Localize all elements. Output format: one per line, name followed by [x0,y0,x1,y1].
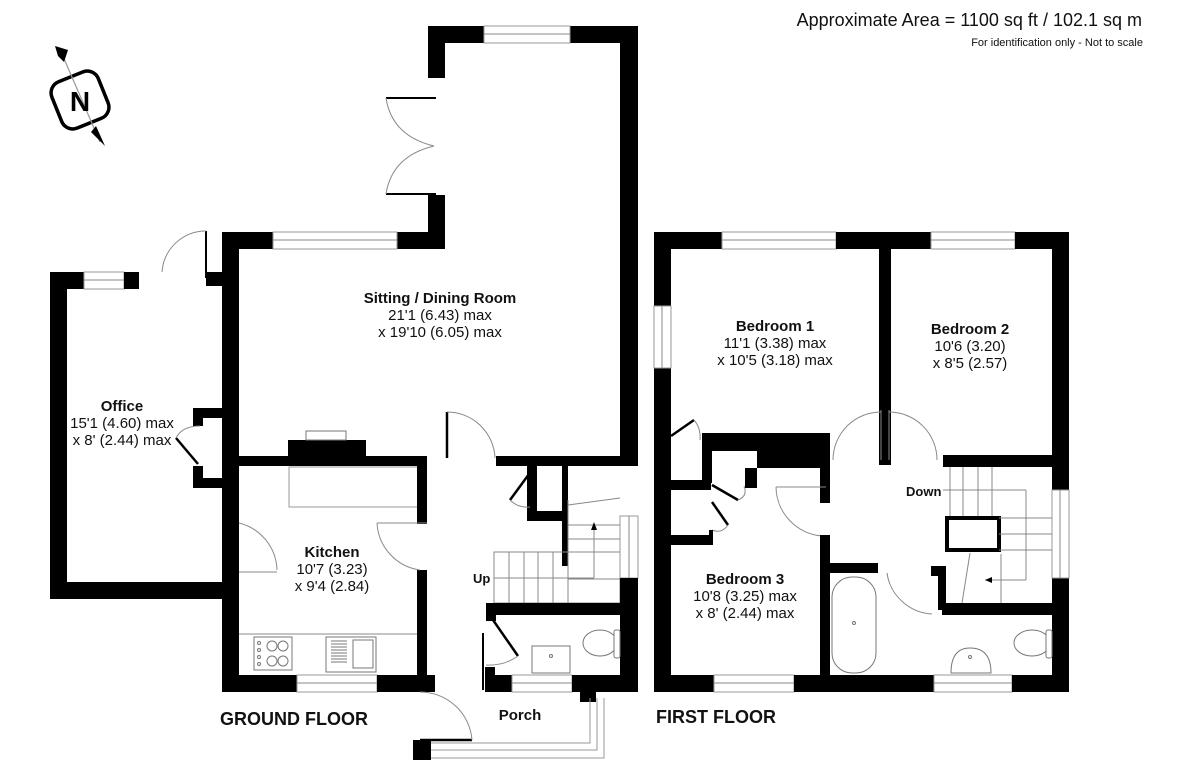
room-dimension: 11'1 (3.38) max [723,335,827,352]
room-porch: Porch [488,707,552,724]
room-office: Office 15'1 (4.60) max x 8' (2.44) max [52,398,192,449]
ground-floor-title: GROUND FLOOR [220,709,368,729]
room-dimension: x 9'4 (2.84) [294,578,370,595]
stairs-down-label: Down [906,484,942,499]
room-name: Office [100,398,144,415]
ground-floor-plan [50,25,639,760]
room-name: Bedroom 3 [705,571,785,588]
disclaimer-note: For identification only - Not to scale [971,37,1143,49]
room-dimension: x 8'5 (2.57) [932,355,1008,372]
room-name: Bedroom 1 [735,318,815,335]
room-dimension: 10'7 (3.23) [296,561,368,578]
approximate-area: Approximate Area = 1100 sq ft / 102.1 sq… [796,10,1142,30]
room-dimension: 10'8 (3.25) max [693,588,797,605]
room-bedroom-1: Bedroom 1 11'1 (3.38) max x 10'5 (3.18) … [700,318,850,369]
room-dimension: x 10'5 (3.18) max [717,352,833,369]
room-dimension: x 8' (2.44) max [72,432,172,449]
room-name: Bedroom 2 [930,321,1010,338]
room-name: Sitting / Dining Room [363,290,517,307]
room-dimension: 15'1 (4.60) max [70,415,174,432]
room-sitting-dining: Sitting / Dining Room 21'1 (6.43) max x … [340,290,540,341]
stairs-up-label: Up [473,571,491,586]
room-name: Porch [498,707,542,724]
room-dimension: 21'1 (6.43) max [388,307,492,324]
room-bedroom-3: Bedroom 3 10'8 (3.25) max x 8' (2.44) ma… [680,571,810,622]
first-floor-plan [653,231,1070,693]
first-floor-title: FIRST FLOOR [656,707,776,727]
room-dimension: 10'6 (3.20) [934,338,1006,355]
room-dimension: x 19'10 (6.05) max [378,324,502,341]
room-kitchen: Kitchen 10'7 (3.23) x 9'4 (2.84) [280,544,384,595]
room-bedroom-2: Bedroom 2 10'6 (3.20) x 8'5 (2.57) [910,321,1030,372]
room-name: Kitchen [304,544,360,561]
north-compass-icon: N [49,46,111,146]
svg-text:N: N [70,86,90,117]
room-dimension: x 8' (2.44) max [695,605,795,622]
